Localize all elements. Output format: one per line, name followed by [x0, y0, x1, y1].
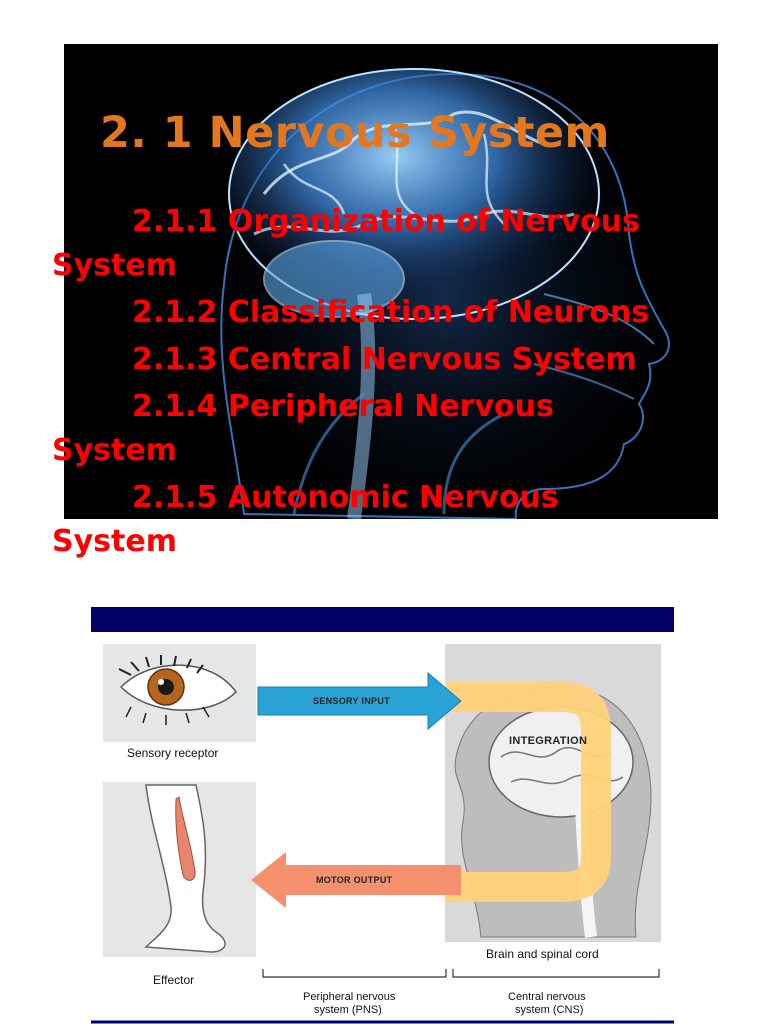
cns-bracket: [452, 969, 660, 978]
sensory-receptor-label: Sensory receptor: [127, 746, 219, 760]
diagram-header-banner: [91, 607, 674, 632]
toc-item-continuation: System: [52, 248, 177, 283]
brain-spinal-cord-label: Brain and spinal cord: [486, 947, 599, 961]
table-of-contents: 2.1.1 Organization of Nervous System 2.1…: [52, 200, 742, 567]
integration-label: INTEGRATION: [509, 735, 588, 747]
toc-item-2-1-3: 2.1.3 Central Nervous System: [52, 338, 742, 382]
sensory-input-label: Sensory input: [313, 696, 390, 706]
integration-loop: [446, 682, 611, 902]
pns-bracket: [262, 969, 447, 978]
toc-item-number: 2.1.3: [132, 342, 218, 377]
toc-item-number: 2.1.4: [132, 389, 218, 424]
motor-output-arrow: [251, 852, 461, 908]
toc-item-number: 2.1.1: [132, 204, 218, 239]
toc-item-continuation: System: [52, 524, 177, 559]
brain-illustration: [64, 44, 718, 519]
leg-muscle-icon: [144, 784, 226, 953]
toc-item-text: Organization of Nervous: [227, 204, 641, 239]
pns-abbrev-label: system (PNS): [314, 1004, 382, 1016]
toc-item-text: Central Nervous System: [227, 342, 637, 377]
cns-abbrev-label: system (CNS): [515, 1004, 584, 1016]
cns-label: Central nervous: [508, 991, 586, 1003]
toc-item-text: Classification of Neurons: [227, 295, 650, 330]
toc-item-number: 2.1.2: [132, 295, 218, 330]
motor-output-label: Motor output: [316, 875, 393, 885]
eye-icon: [118, 655, 237, 725]
pns-label: Peripheral nervous: [303, 991, 396, 1003]
brain-slide: [64, 44, 718, 519]
toc-item-2-1-1: 2.1.1 Organization of Nervous System: [52, 200, 742, 288]
slide-title: 2. 1 Nervous System: [100, 108, 610, 158]
diagram-graphics: [91, 644, 674, 1024]
toc-item-2-1-2: 2.1.2 Classification of Neurons: [52, 291, 742, 335]
effector-label: Effector: [153, 973, 195, 987]
toc-item-2-1-4: 2.1.4 Peripheral Nervous System: [52, 385, 742, 473]
nervous-system-diagram: Sensory receptor Sensory input INTEGRATI…: [91, 607, 674, 1024]
toc-item-text: Peripheral Nervous: [227, 389, 554, 424]
toc-item-2-1-5: 2.1.5 Autonomic Nervous System: [52, 476, 742, 564]
toc-item-number: 2.1.5: [132, 480, 218, 515]
toc-item-text: Autonomic Nervous: [227, 480, 559, 515]
toc-item-continuation: System: [52, 433, 177, 468]
